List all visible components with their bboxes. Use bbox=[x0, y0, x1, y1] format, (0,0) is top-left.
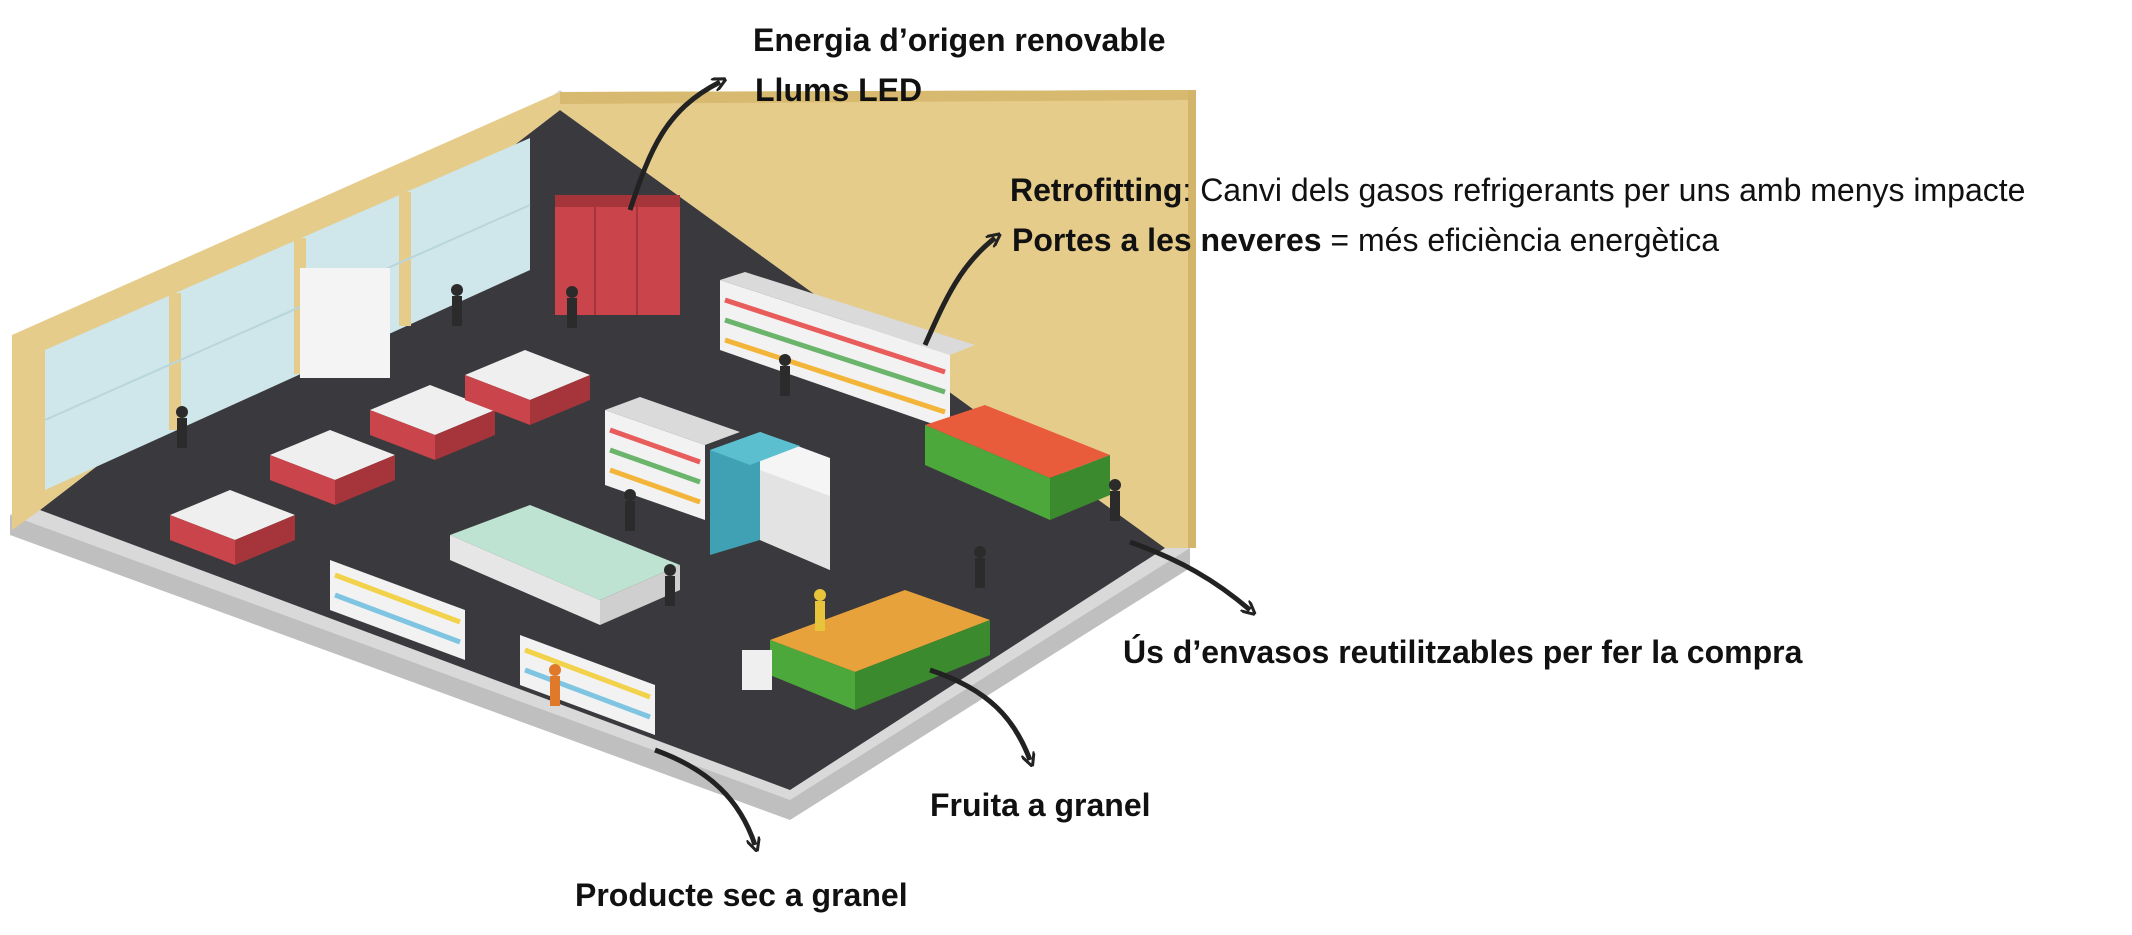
arrow-reusable-icon bbox=[1129, 539, 1250, 610]
doors-term: Portes a les neveres bbox=[1012, 222, 1322, 258]
arrow-energy-icon bbox=[627, 82, 720, 211]
label-bulk-fruit: Fruita a granel bbox=[930, 787, 1151, 823]
label-reusable-containers: Ús d’envasos reutilitzables per fer la c… bbox=[1123, 634, 1803, 670]
label-renewable-energy: Energia d’origen renovable bbox=[753, 22, 1166, 58]
arrow-dry-icon bbox=[654, 747, 755, 845]
freezer-chest bbox=[450, 505, 680, 625]
label-bulk-dry-goods: Producte sec a granel bbox=[575, 877, 908, 913]
doors-description: = més eficiència energètica bbox=[1321, 222, 1720, 258]
label-retrofitting: Retrofitting: Canvi dels gasos refrigera… bbox=[1010, 170, 2025, 210]
arrow-retrofit-icon bbox=[922, 238, 995, 347]
label-led-lights: Llums LED bbox=[755, 72, 923, 108]
produce-crates-front bbox=[742, 590, 990, 710]
checkout-counters bbox=[170, 350, 590, 565]
glass-wall bbox=[12, 92, 560, 530]
produce-crates-back bbox=[925, 405, 1110, 520]
shoppers bbox=[176, 284, 1121, 706]
retrofit-term: Retrofitting bbox=[1010, 172, 1183, 208]
shelving-back bbox=[720, 272, 975, 430]
retrofit-description: : Canvi dels gasos refrigerants per uns … bbox=[1182, 172, 2026, 208]
dry-goods-shelves bbox=[330, 560, 655, 735]
label-fridge-doors: Portes a les neveres = més eficiència en… bbox=[1012, 220, 1719, 260]
fridges bbox=[710, 432, 830, 570]
arrow-fruit-icon bbox=[929, 667, 1030, 760]
